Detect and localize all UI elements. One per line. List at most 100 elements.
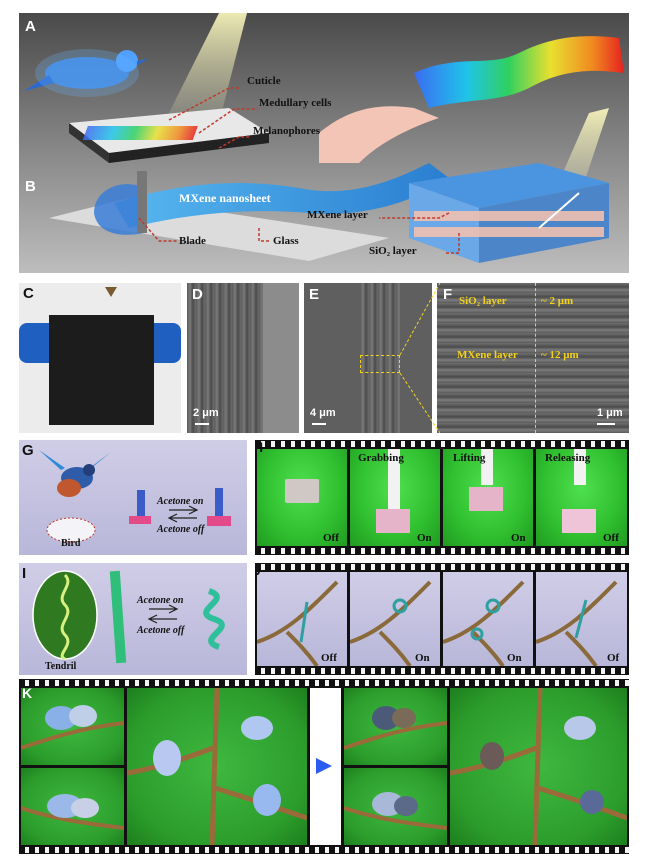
label-medullary-cells: Medullary cells: [259, 97, 332, 109]
label-f-mxene: MXene layer: [457, 349, 518, 361]
label-f-sio2-thickness: ~ 2 μm: [541, 295, 574, 307]
h-frame-1-object: [285, 479, 319, 503]
k-branch-scene-1: [126, 687, 308, 846]
j-state-2: On: [415, 652, 430, 664]
j-frame-3: [442, 572, 533, 668]
panel-label-b: B: [25, 178, 36, 195]
film-perforation-top: [19, 680, 629, 686]
label-mxene-nanosheet: MXene nanosheet: [179, 191, 271, 205]
h-frame-3: [443, 449, 533, 546]
scalebar-d: 2 μm: [193, 407, 219, 419]
ab-schematic-svg: [24, 13, 624, 263]
panel-c-photo: C: [19, 283, 181, 433]
panel-label-k: K: [22, 685, 33, 701]
arrow-i-off-icon: [147, 614, 177, 624]
film-perforation-top: [255, 564, 629, 570]
k-frame-small-4: [343, 768, 448, 845]
bird-icon: [39, 450, 111, 497]
k-frame-small-3: [343, 688, 448, 765]
k-arrow-gap: [310, 688, 341, 845]
h-frame-1: [257, 449, 347, 546]
film-perforation-top: [255, 441, 629, 447]
j-state-1: Off: [321, 652, 337, 664]
panel-label-f: F: [443, 286, 453, 303]
mxene-droplet: [94, 184, 144, 235]
film-perforation-bottom: [255, 668, 629, 674]
gripper-rod-icon: [137, 490, 145, 516]
label-blade: Blade: [179, 235, 206, 247]
label-f-sio2: SiO₂ layer: [459, 295, 507, 307]
sem-background: [263, 283, 299, 433]
gripper-rod-bent-icon: [215, 488, 223, 518]
h-state-1: Off: [323, 532, 339, 544]
h-frame-4: [536, 449, 627, 546]
panel-label-a: A: [25, 18, 36, 35]
label-f-mxene-thickness: ~ 12 μm: [541, 349, 579, 361]
thickness-guide: [535, 283, 536, 433]
label-g-acetone-on: Acetone on: [157, 496, 204, 507]
h-frame-2-object: [376, 509, 410, 533]
h-frame-4-rod: [574, 449, 586, 485]
sem-cross-section: [360, 283, 400, 433]
j-state-3: On: [507, 652, 522, 664]
light-beam: [169, 13, 247, 123]
film-perforation-bottom: [19, 847, 629, 853]
panel-ab-schematic: A B Cuticle Medullary cells Melanophores…: [19, 13, 629, 273]
k-butterfly-2: [20, 794, 125, 830]
label-mxene-layer: MXene layer: [307, 209, 368, 221]
zoom-box: [360, 355, 400, 373]
arrow-on-icon: [169, 505, 199, 515]
k-frame-large-2: [449, 687, 628, 846]
blade-icon: [137, 171, 147, 233]
panel-e-sem: E 4 μm: [304, 283, 432, 433]
g-schematic-svg: [39, 450, 231, 543]
k-arrow-right-icon: [316, 758, 332, 774]
k-branch-scene-2: [449, 687, 628, 846]
panel-i-schematic: I Tendril Acetone on Acetone off: [19, 563, 247, 675]
k-frame-small-2: [20, 768, 125, 845]
scalebar-e-bar: [312, 423, 326, 425]
k-butterfly-4: [343, 792, 448, 830]
foot-zoom-circle: [46, 517, 96, 543]
panel-label-d: D: [192, 286, 203, 303]
arrow-off-icon: [167, 513, 197, 523]
tendril-photo-icon: [32, 570, 98, 660]
j-state-4: Of: [607, 652, 620, 664]
label-glass: Glass: [273, 235, 299, 247]
scalebar-f: 1 μm: [597, 407, 623, 419]
scalebar-f-bar: [597, 423, 615, 425]
label-sio2-layer: SiO₂ layer: [369, 245, 417, 257]
i-schematic-svg: [32, 570, 225, 664]
label-bird: Bird: [61, 538, 81, 549]
panel-label-e: E: [309, 286, 320, 303]
label-releasing: Releasing: [545, 452, 591, 464]
h-frame-2: [350, 449, 440, 546]
object-block-icon: [129, 516, 151, 524]
h-state-4: Off: [603, 532, 619, 544]
panel-label-j: J: [255, 563, 261, 578]
h-frame-2-rod: [388, 449, 400, 509]
label-i-acetone-on: Acetone on: [137, 595, 184, 606]
label-grabbing: Grabbing: [358, 452, 404, 464]
j-frame-3-branch: [442, 580, 525, 668]
j-frame-2: [349, 572, 440, 668]
film-perforation-bottom: [255, 548, 629, 554]
panel-g-schematic: G Bird Acetone on Acetone off: [19, 440, 247, 555]
arrow-i-on-icon: [149, 604, 179, 614]
panel-k-filmstrip: K: [19, 679, 629, 854]
panel-f-sem: F SiO₂ layer ~ 2 μm MXene layer ~ 12 μm …: [437, 283, 629, 433]
flat-strip-icon: [109, 570, 127, 664]
k-frame-large-1: [126, 687, 308, 846]
k-frame-small-1: [20, 688, 125, 765]
pointer-triangle-icon: [105, 287, 117, 297]
label-lifting: Lifting: [453, 452, 486, 464]
scalebar-e: 4 μm: [310, 407, 336, 419]
object-gripped-icon: [207, 516, 231, 526]
label-cuticle: Cuticle: [247, 75, 281, 87]
color-film-strip: [414, 36, 624, 108]
bird-hologram-icon: [24, 49, 149, 97]
panel-d-sem: D 2 μm: [187, 283, 299, 433]
label-g-acetone-off: Acetone off: [157, 524, 205, 535]
mxene-sheet: [114, 163, 449, 228]
reflection-arrow-icon: [538, 192, 580, 229]
